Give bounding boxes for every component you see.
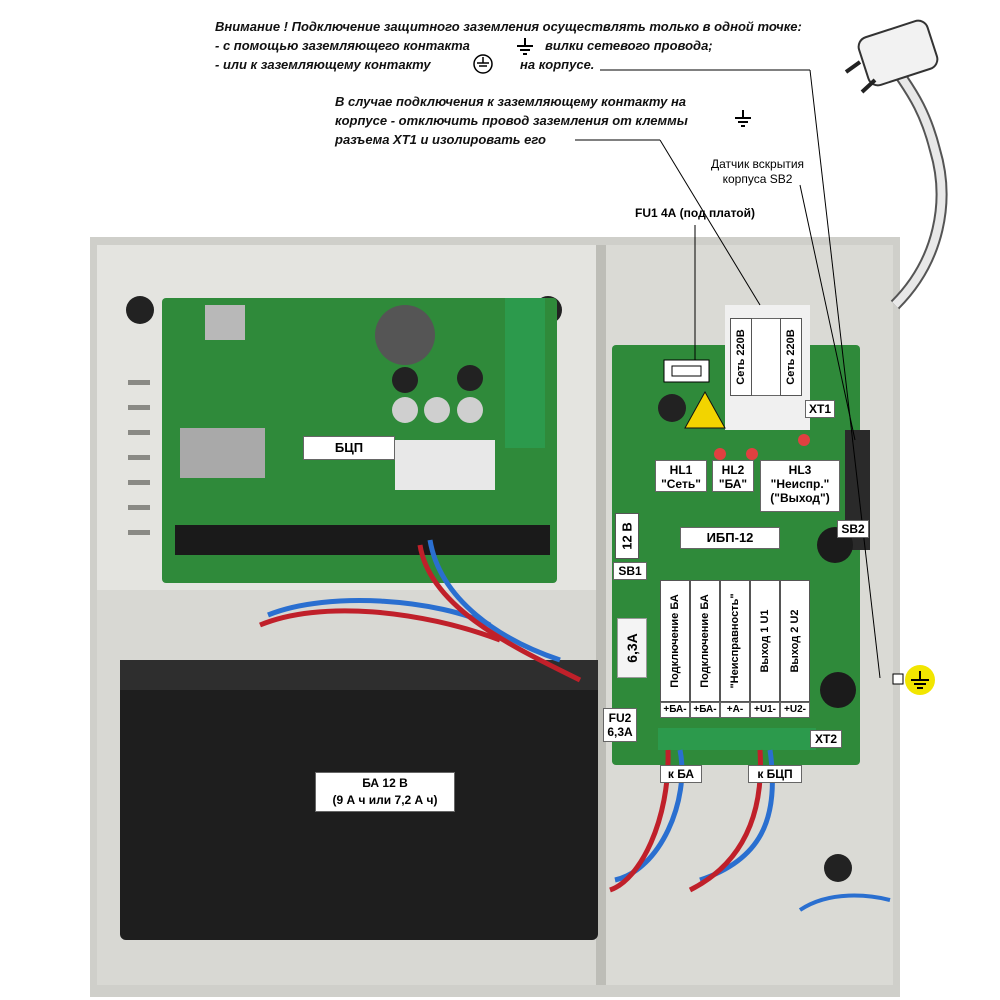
led-hl2 <box>746 448 758 460</box>
hl3-line-2: "Неиспр." <box>770 477 830 491</box>
hl1-label: HL1 "Сеть" <box>655 460 707 492</box>
capacitor <box>457 397 483 423</box>
battery-label-line-2: (9 А ч или 7,2 А ч) <box>332 793 438 807</box>
tamper-label-line-1: Датчик вскрытия <box>710 157 805 171</box>
led-hl3 <box>798 434 810 446</box>
sb1-label: SB1 <box>613 562 647 580</box>
fuse-63-label: 6,3А <box>617 618 647 678</box>
tamper-label: Датчик вскрытия корпуса SB2 <box>700 157 815 187</box>
net-220-left-label: Сеть 220В <box>730 318 752 396</box>
hl3-line-1: HL3 <box>788 463 812 477</box>
fu1-label: FU1 4А (под платой) <box>634 206 755 220</box>
terminal-label-5: Выход 2 U2 <box>780 580 810 702</box>
to-ba-label: к БА <box>660 765 702 783</box>
hl2-label: HL2 "БА" <box>712 460 754 492</box>
hl3-line-3: ("Выход") <box>770 491 830 505</box>
v12-text: 12 В <box>619 522 635 550</box>
fu2-line-1: FU2 <box>608 711 632 725</box>
battery-top <box>120 660 598 690</box>
bcp-side-terminal <box>505 298 545 448</box>
net-220-right-text: Сеть 220В <box>785 329 797 385</box>
terminal-pin-2: +БА- <box>690 702 720 718</box>
capacitor <box>820 672 856 708</box>
case-note-line-1: В случае подключения к заземляющему конт… <box>335 94 687 109</box>
terminal-label-1: Подключение БА <box>660 580 690 702</box>
wire-red <box>259 608 501 643</box>
sb2-label: SB2 <box>837 520 869 538</box>
enclosure-divider <box>596 245 606 985</box>
mains-cable-inner <box>892 72 946 308</box>
power-plug <box>844 19 939 94</box>
bcp-label: БЦП <box>303 436 395 460</box>
led-hl1 <box>714 448 726 460</box>
high-voltage-icon <box>684 390 726 429</box>
ibp-label: ИБП-12 <box>680 527 780 549</box>
terminal-pin-1: +БА- <box>660 702 690 718</box>
hl1-line-1: HL1 <box>669 463 693 477</box>
fu1-icon <box>663 359 710 383</box>
terminal-label-3-text: "Неисправность" <box>729 593 741 689</box>
capacitor <box>658 394 686 422</box>
wire-ground-blue <box>798 893 891 912</box>
ground-contact-icon <box>473 54 493 74</box>
leader-lines <box>575 69 881 679</box>
case-note-line-3: разъема XT1 и изолировать его <box>335 132 546 147</box>
hl3-label: HL3 "Неиспр." ("Выход") <box>760 460 840 512</box>
v12-label: 12 В <box>615 513 639 559</box>
warning-line-3b: на корпусе. <box>520 57 595 72</box>
inductor <box>392 367 418 393</box>
ground-icon <box>911 671 929 689</box>
terminal-label-3: "Неисправность" <box>720 580 750 702</box>
hl2-line-2: "БА" <box>718 477 748 491</box>
xt1-label: XT1 <box>805 400 835 418</box>
net-220-right-label: Сеть 220В <box>780 318 802 396</box>
terminal-label-2: Подключение БА <box>690 580 720 702</box>
terminal-pin-4: +U1- <box>750 702 780 718</box>
warning-line-2a: - с помощью заземляющего контакта <box>215 38 470 53</box>
mount-post <box>126 296 154 324</box>
warning-line-3a: - или к заземляющему контакту <box>215 57 431 72</box>
fu2-line-2: 6,3А <box>607 725 633 739</box>
fuse-63-text: 6,3А <box>624 633 640 663</box>
hl2-line-1: HL2 <box>721 463 745 477</box>
terminal-pin-5: +U2- <box>780 702 810 718</box>
ground-icon <box>517 38 533 55</box>
ethernet-jack <box>180 428 265 478</box>
net-220-left-text: Сеть 220В <box>735 329 747 385</box>
terminal-label-5-text: Выход 2 U2 <box>789 609 801 673</box>
wire-blue <box>427 539 561 663</box>
terminal-label-2-text: Подключение БА <box>699 594 711 688</box>
battery-label-line-1: БА 12 В <box>362 776 408 790</box>
wire-red <box>417 544 582 683</box>
mount-post <box>824 854 852 882</box>
terminal-label-4: Выход 1 U1 <box>750 580 780 702</box>
ground-pin-label <box>752 318 780 396</box>
xt2-label: XT2 <box>810 730 842 748</box>
bcp-sticker <box>395 440 495 490</box>
fu1-icon-inner <box>671 365 702 377</box>
sim-holder <box>205 305 245 340</box>
capacitor <box>392 397 418 423</box>
to-bcp-label: к БЦП <box>748 765 802 783</box>
inductor <box>457 365 483 391</box>
xt2-terminal-block <box>658 728 816 750</box>
terminal-label-4-text: Выход 1 U1 <box>759 609 771 673</box>
terminal-label-1-text: Подключение БА <box>669 594 681 688</box>
hl1-line-2: "Сеть" <box>661 477 701 491</box>
ground-icon <box>735 110 751 127</box>
terminal-pin-3: +А- <box>720 702 750 718</box>
ground-contact <box>892 673 904 685</box>
battery-label: БА 12 В (9 А ч или 7,2 А ч) <box>315 772 455 812</box>
warning-line-2b: вилки сетевого провода; <box>545 38 713 53</box>
capacitor <box>424 397 450 423</box>
fu2-label: FU2 6,3А <box>603 708 637 742</box>
warning-line-1: Внимание ! Подключение защитного заземле… <box>215 19 802 34</box>
case-note-line-2: корпусе - отключить провод заземления от… <box>335 113 688 128</box>
battery-coin <box>375 305 435 365</box>
bcp-terminal-block <box>175 525 550 555</box>
tamper-label-line-2: корпуса SB2 <box>722 172 793 186</box>
